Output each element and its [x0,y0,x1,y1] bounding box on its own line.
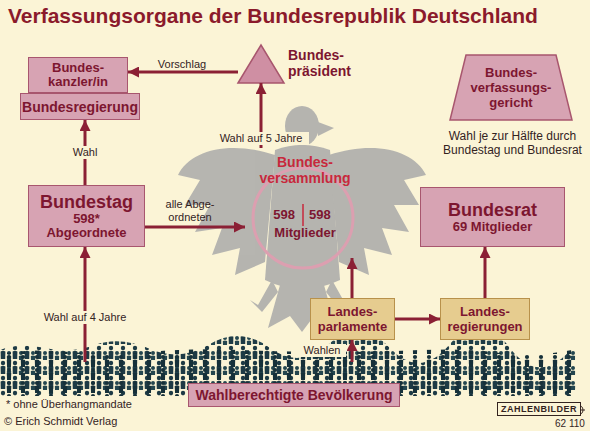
president-triangle-outline [238,45,284,83]
edge-label: Wahl auf 4 Jahre [37,311,133,324]
node-text: Bundesregierung [22,99,138,115]
brand-mark: ZAHLENBILDER [497,402,581,416]
arrow [395,318,440,321]
government-box: Bundesregierung [20,93,140,120]
node-text: 598* Abgeordnete [42,212,132,240]
chart-number: 62 110 [555,418,585,429]
divider-line [302,204,304,226]
court-trapezoid: Bundes- verfassungs- gericht [450,55,572,120]
parliament-box: Bundestag598* Abgeordnete [28,185,145,247]
node-text: Bundes- kanzler/in [33,61,123,89]
copyright: © Erich Schmidt Verlag [4,415,117,427]
footnote: * ohne Überhangmandate [6,398,132,410]
arrow [84,247,87,362]
leader-box: Bundes- kanzler/in [28,57,128,93]
court-trapezoid-shape [450,55,572,120]
arrow [484,247,487,298]
node-text: Landes- parlamente [313,304,393,334]
council-box: Bundesrat69 Mitglieder [420,187,565,247]
node-text: Mitglieder [245,226,365,240]
president-triangle-shape [238,45,284,83]
node-text: Landes- regierungen [442,304,528,334]
edge-label: Wahl auf 5 Jahre [213,132,309,145]
node-text: Bundes- präsident [288,47,363,79]
node-text: 598 [309,208,349,222]
node-text: 598 [255,208,295,222]
eagle-wing [329,148,426,275]
president-triangle: Bundes- präsident [238,45,284,83]
node-text: Bundestag [40,192,133,212]
edge-label: Wahlen [298,344,346,357]
state-governments-box: Landes- regierungen [440,298,530,340]
arrow [145,226,245,229]
arrow [351,340,354,362]
title: Verfassungsorgane der Bundesrepublik Deu… [8,4,538,28]
arrow [128,71,238,74]
edge-label: Vorschlag [147,58,217,71]
node-text: Bundesrat [448,200,537,220]
note-text: Wahl je zur Hälfte durch Bundestag und B… [440,129,585,157]
state-parliaments-box: Landes- parlamente [310,298,395,340]
node-text: Wahlberechtigte Bevölkerung [188,383,400,407]
eagle-beak [318,122,334,136]
edge-label: Wahl [68,146,102,159]
assembly-circle: Bundes- versammlung 598 598Mitglieder [245,148,365,258]
eagle-leg [250,280,278,312]
node-text: 69 Mitglieder [453,220,533,234]
node-text: Bundes- versammlung [245,154,365,186]
node-text: Bundes- verfassungs- gericht [465,65,557,110]
arrow [351,258,354,298]
edge-label: alle Abge- ordneten [154,198,226,224]
